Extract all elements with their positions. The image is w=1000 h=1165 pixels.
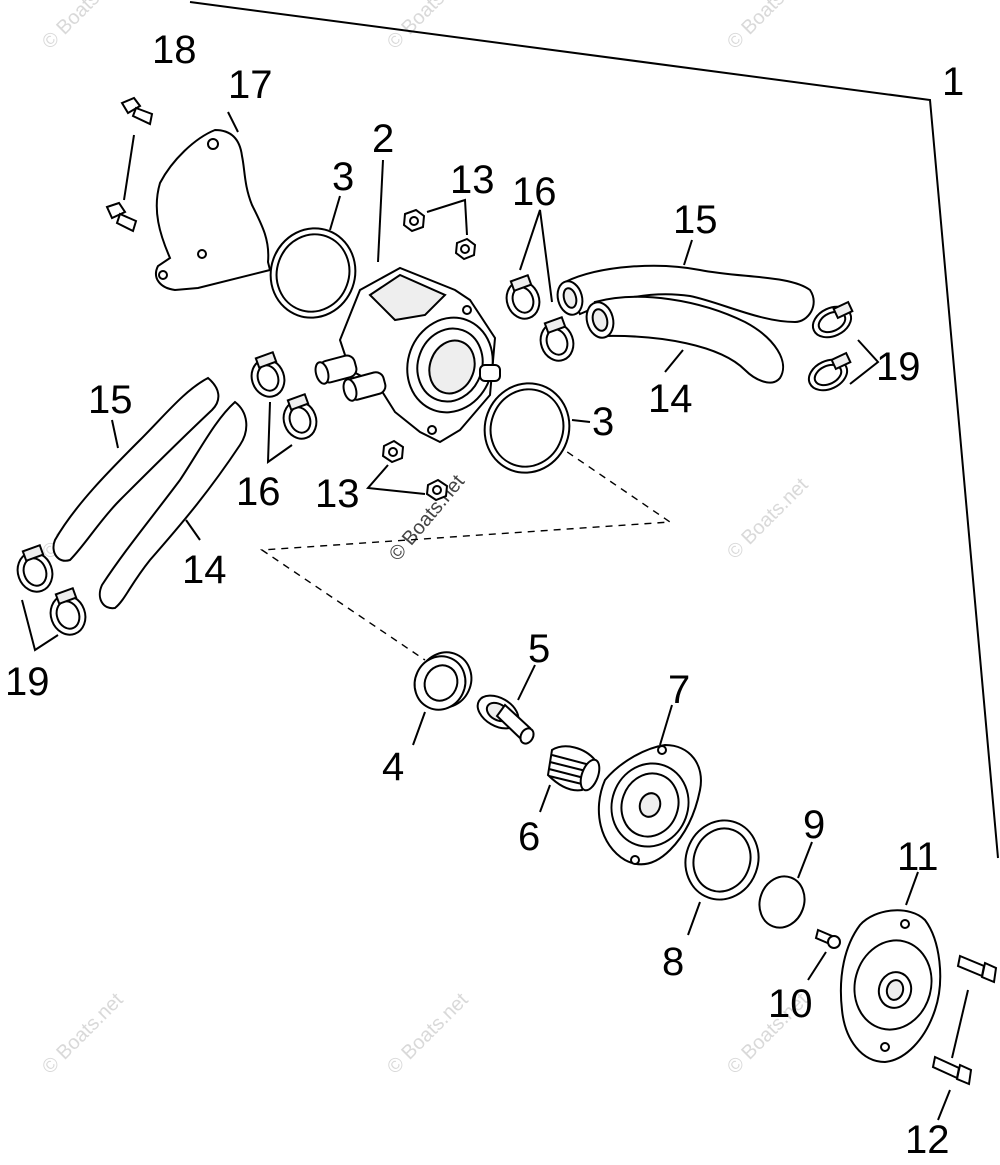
hose-clamp-19a	[811, 300, 854, 339]
callout-3: 3	[592, 400, 614, 444]
callout-16: 16	[512, 170, 557, 214]
callout-2: 2	[372, 117, 394, 161]
leader-17	[227, 111, 239, 133]
hose-clamp-19c	[16, 543, 54, 593]
cover-11	[839, 909, 942, 1064]
watermark: © Boats.net	[38, 0, 128, 54]
thermostat-housing	[314, 266, 501, 444]
nut-13b	[454, 237, 477, 261]
callout-labels: 1 2 3 3 4 5 6 7 8 9 10 11 12 13 13 14 14…	[5, 28, 964, 1162]
hose-14-upper	[585, 295, 785, 384]
leader-19b	[21, 599, 59, 652]
thermostat-5	[476, 694, 535, 745]
hose-clamp-19b	[807, 351, 852, 392]
leader-14b	[185, 519, 201, 541]
leader-19a	[849, 339, 880, 385]
callout-16: 16	[236, 470, 281, 514]
bolt-18b	[105, 201, 138, 233]
leader-2	[377, 159, 384, 263]
leader-11	[905, 871, 919, 906]
callout-19: 19	[876, 345, 921, 389]
leader-15b	[111, 419, 119, 449]
leader-5	[517, 664, 536, 701]
plate-hole	[197, 249, 207, 259]
callout-11: 11	[897, 835, 939, 879]
leader-3	[329, 195, 341, 231]
hose-clamp-16d	[282, 392, 318, 440]
leader-14a	[664, 349, 684, 373]
leader-8	[687, 901, 701, 936]
screw-10	[814, 928, 841, 949]
leader-18	[123, 134, 135, 201]
hose-14-left	[98, 400, 248, 610]
hose-clamp-19d	[49, 586, 87, 636]
leader-7	[659, 704, 673, 746]
callout-14: 14	[648, 377, 693, 421]
o-ring-3-lower-inner	[489, 388, 565, 468]
callout-12: 12	[905, 1118, 950, 1162]
hose-clamp-16c	[250, 350, 286, 398]
bolt-12a	[956, 954, 998, 984]
plate-hole	[207, 138, 219, 150]
watermark: © Boats.net	[383, 0, 473, 54]
callout-13: 13	[315, 472, 360, 516]
gasket-8	[684, 819, 760, 901]
callout-15: 15	[673, 198, 718, 242]
callout-17: 17	[228, 63, 273, 107]
callout-18: 18	[152, 28, 197, 72]
o-ring-3-inner	[275, 233, 351, 313]
leader-9	[797, 841, 813, 879]
leader-12b	[937, 1089, 951, 1121]
hose-15-upper	[556, 264, 815, 324]
watermark: © Boats.net	[38, 989, 128, 1079]
callout-14: 14	[182, 548, 227, 592]
callout-13: 13	[450, 158, 495, 202]
seal-4	[413, 651, 473, 711]
hose-15-left	[52, 376, 220, 562]
nut-13a	[402, 208, 426, 233]
nut-13c	[381, 439, 405, 464]
callout-15: 15	[88, 378, 133, 422]
callout-8: 8	[662, 940, 684, 984]
hose-clamp-16b	[539, 315, 575, 362]
leader-10	[807, 951, 827, 981]
watermark: © Boats.net	[723, 0, 813, 54]
leader-16b	[266, 401, 293, 464]
callout-6: 6	[518, 815, 540, 859]
leader-3b	[571, 419, 591, 423]
bolt-18	[120, 96, 154, 126]
plate-hole	[158, 270, 168, 280]
callout-19: 19	[5, 660, 50, 704]
callout-7: 7	[668, 668, 690, 712]
bolt-12b	[931, 1055, 973, 1086]
leader-13b	[365, 464, 426, 495]
callout-10: 10	[768, 982, 813, 1026]
alignment-dashed-line	[259, 429, 673, 661]
nut-13d	[425, 478, 449, 502]
spring-6	[546, 745, 601, 792]
watermark: © Boats.net	[383, 989, 473, 1079]
leader-6	[539, 784, 551, 813]
assembly-bracket-line	[189, 1, 999, 859]
callout-9: 9	[803, 803, 825, 847]
disc-9	[758, 875, 806, 929]
leader-4	[412, 711, 426, 746]
watermark: © Boats.net	[723, 474, 813, 564]
leader-13a	[426, 198, 468, 236]
hose-clamp-16a	[505, 273, 541, 320]
leader-15a	[683, 239, 693, 266]
mounting-plate	[155, 128, 272, 292]
callout-4: 4	[382, 745, 404, 789]
leader-16a	[519, 209, 553, 303]
callout-5: 5	[528, 627, 550, 671]
callout-3: 3	[332, 155, 354, 199]
callout-1: 1	[942, 60, 964, 104]
leader-12a	[951, 989, 969, 1059]
cover-7	[597, 743, 702, 866]
